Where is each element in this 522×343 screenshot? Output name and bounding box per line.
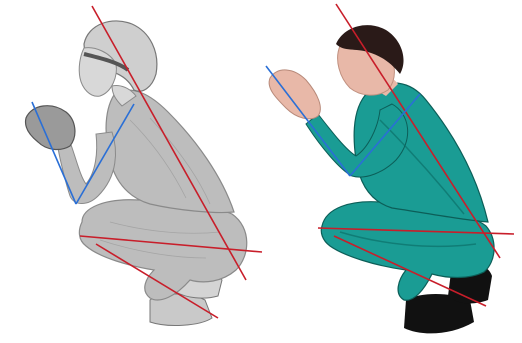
- pose-comparison-scene: [0, 0, 522, 343]
